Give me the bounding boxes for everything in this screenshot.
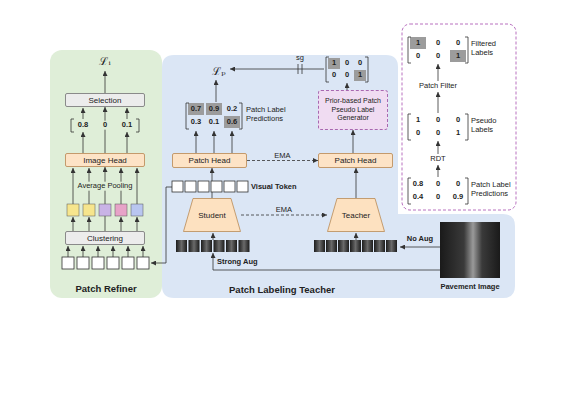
matrix-cell: 0.1 <box>209 118 219 127</box>
flow-connector <box>105 107 106 153</box>
annotation-text: Patch Label Predictions <box>246 106 292 123</box>
matrix-cell: 0 <box>456 180 460 189</box>
matrix-cell: 0.4 <box>413 193 423 202</box>
head-box: Image Head <box>65 153 145 167</box>
head-box: Patch Head <box>172 153 247 168</box>
matrix-cell: 0.9 <box>209 105 219 114</box>
process-box: Selection <box>65 93 145 107</box>
matrix-cell: 1 <box>456 52 460 61</box>
node-text: Patch Labeling Teacher <box>162 284 402 295</box>
matrix-cell: 0 <box>436 39 440 48</box>
annotation-text: Average Pooling <box>77 182 134 191</box>
annotation-text: Patch Label Predictions <box>471 181 515 198</box>
annotation-text: RDT <box>430 155 445 164</box>
matrix-cell: 0 <box>416 129 420 138</box>
matrix-cell: 0.8 <box>77 121 89 130</box>
edge-label: EMA <box>274 151 290 160</box>
selected-cell <box>410 37 426 49</box>
annotation-text: ℒₚ <box>212 66 225 79</box>
flow-arrow <box>438 141 439 154</box>
flow-arrow <box>438 165 439 177</box>
ema-connector <box>247 160 318 161</box>
annotation-text: Filtered Labels <box>471 40 515 57</box>
matrix-cell: 0 <box>456 116 460 125</box>
node-text: Patch Head <box>189 156 231 165</box>
node-text: Student <box>198 211 226 220</box>
ema-connector <box>241 215 327 216</box>
annotation-text: Pavement Image <box>440 283 499 292</box>
flow-connector <box>105 167 106 231</box>
matrix-cell: 0 <box>358 59 362 68</box>
annotation-text: Strong Aug <box>217 258 258 267</box>
matrix-bracket <box>408 114 468 140</box>
head-box: Patch Head <box>318 153 393 168</box>
matrix-cell: 0.3 <box>191 118 201 127</box>
matrix-cell: 1 <box>416 116 420 125</box>
node-text: Patch Head <box>335 156 377 165</box>
matrix-cell: 0.9 <box>453 193 463 202</box>
node-text: Clustering <box>87 234 123 243</box>
panel-fill <box>162 55 515 298</box>
node-text: Selection <box>89 96 122 105</box>
matrix-cell: 0 <box>345 71 349 80</box>
encoder-trapezoid: Teacher <box>327 198 385 232</box>
matrix-cell: 0 <box>436 116 440 125</box>
matrix-cell: 0.8 <box>413 180 423 189</box>
matrix-cell: 0 <box>436 52 440 61</box>
encoder-trapezoid: Student <box>183 198 241 232</box>
matrix-cell: 1 <box>456 129 460 138</box>
edge-label: EMA <box>276 205 292 214</box>
trapezoid-fill <box>328 199 385 232</box>
flow-arrow <box>438 64 439 81</box>
matrix-cell: 0 <box>416 52 420 61</box>
annotation-text: Pseudo Labels <box>471 117 515 134</box>
trapezoid-fill <box>184 199 241 232</box>
matrix-cell: 0.1 <box>121 121 133 130</box>
annotation-text: sg <box>296 54 304 63</box>
annotation-text: Visual Token <box>251 183 297 192</box>
matrix-cell: 1 <box>416 39 420 48</box>
matrix-cell: 1 <box>332 59 336 68</box>
matrix-cell: 0 <box>102 121 108 130</box>
matrix-cell: 0 <box>436 180 440 189</box>
matrix-cell: 1 <box>358 71 362 80</box>
matrix-cell: 0 <box>436 193 440 202</box>
flow-connector <box>212 168 213 198</box>
matrix-cell: 0 <box>345 59 349 68</box>
matrix-cell: 0 <box>456 39 460 48</box>
matrix-cell: 0.7 <box>191 105 201 114</box>
selected-cell <box>450 50 466 62</box>
generator-box: Prior-based Patch Pseudo Label Generator <box>318 90 388 130</box>
annotation-text: No Aug <box>407 235 433 244</box>
annotation-text: Patch Filter <box>419 82 457 91</box>
flow-arrow <box>438 92 439 113</box>
node-text: Teacher <box>342 211 370 220</box>
matrix-cell: 0.2 <box>227 105 237 114</box>
zoom-callout <box>402 24 516 210</box>
refiner-panel: Patch Refiner SelectionImage HeadClusteri… <box>50 50 162 298</box>
matrix-cell: 0.6 <box>227 118 237 127</box>
matrix-bracket <box>408 178 468 204</box>
node-text: Prior-based Patch Pseudo Label Generator <box>321 97 385 123</box>
matrix-bracket <box>408 37 468 63</box>
process-box: Clustering <box>65 231 145 245</box>
node-text: Image Head <box>83 156 127 165</box>
teacher-panel: Patch Labeling TeacherPatch HeadStudentP… <box>162 55 515 298</box>
flow-connector <box>353 130 354 153</box>
flow-connector <box>356 168 357 198</box>
node-text: Patch Refiner <box>50 283 162 294</box>
matrix-cell: 0 <box>332 71 336 80</box>
annotation-text: ℒᵢ <box>99 56 110 69</box>
matrix-cell: 0 <box>436 129 440 138</box>
